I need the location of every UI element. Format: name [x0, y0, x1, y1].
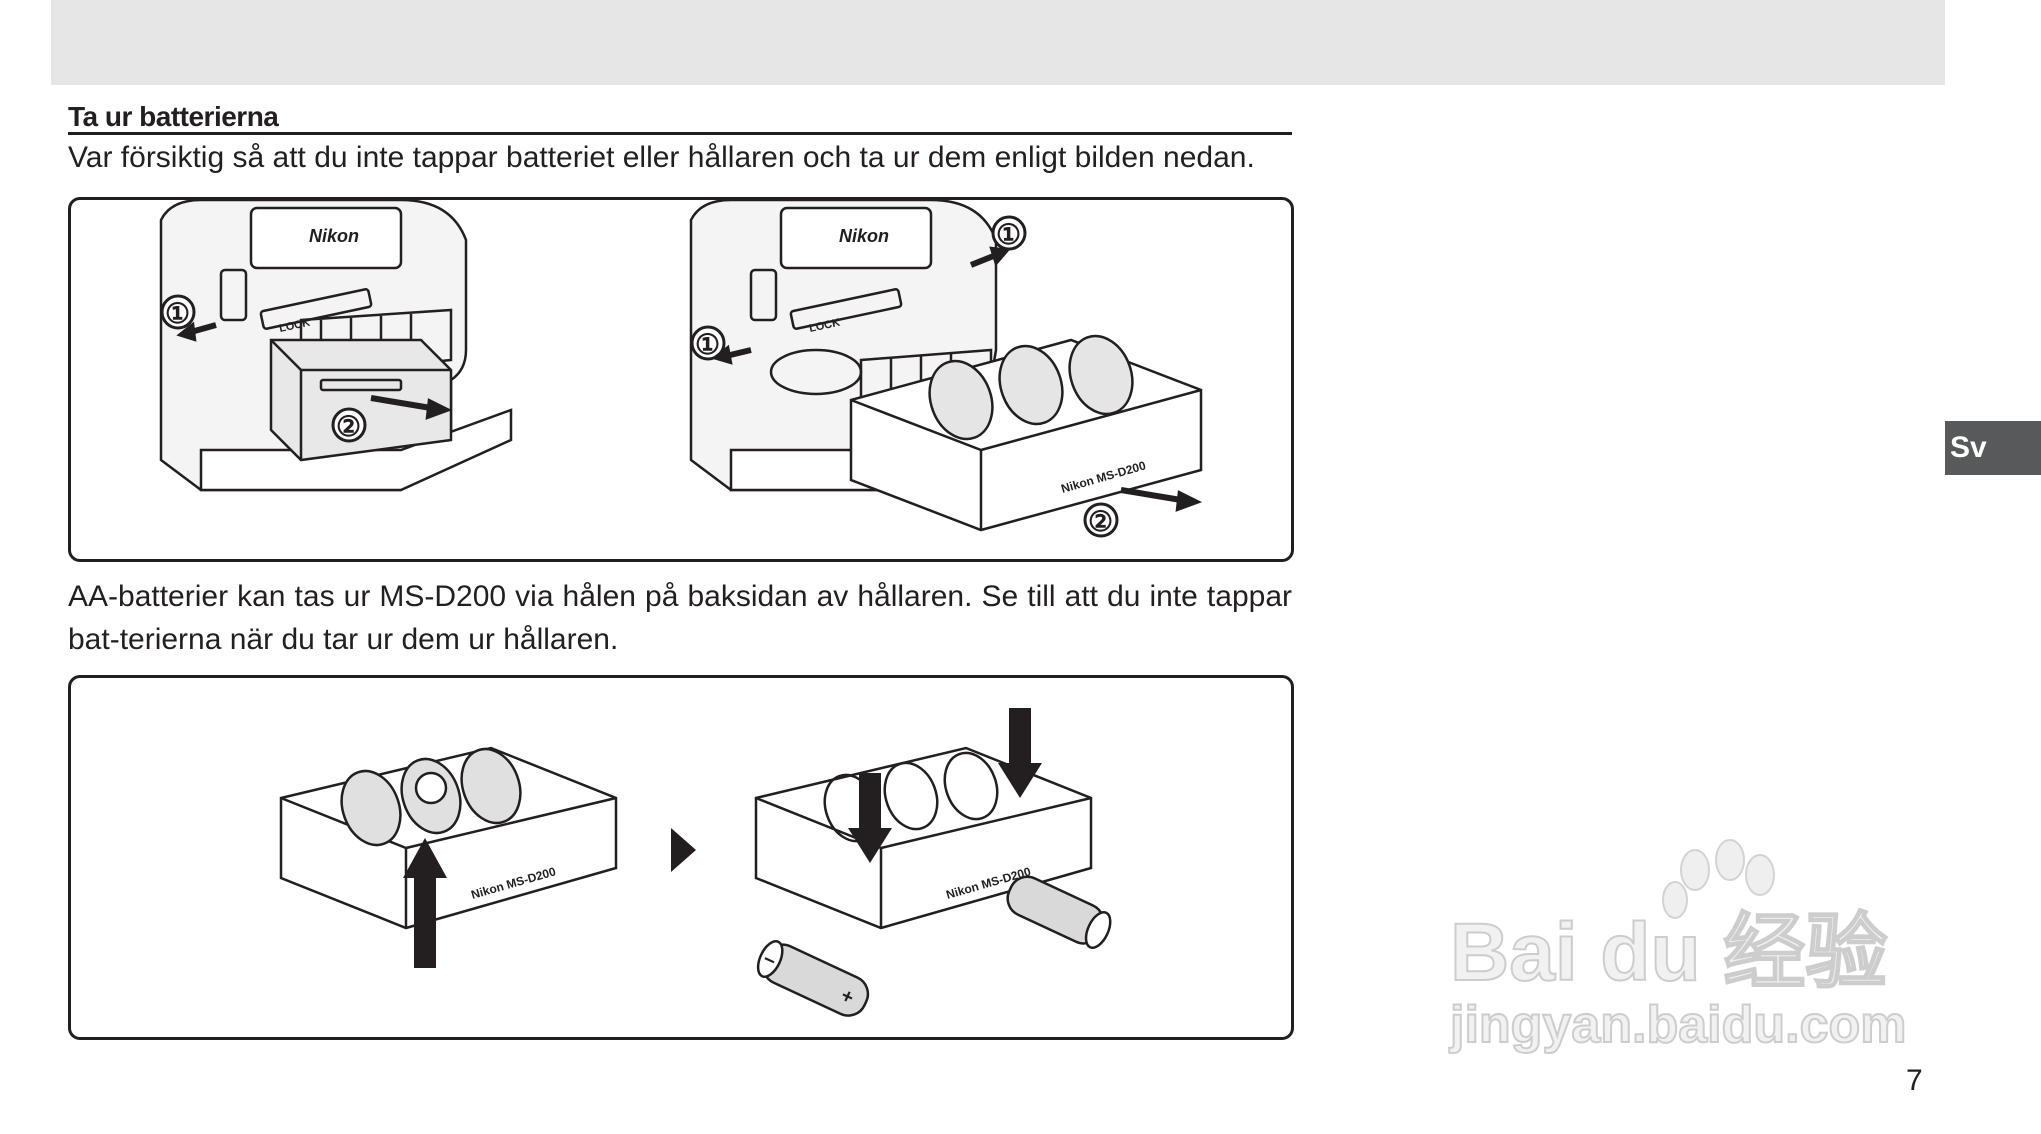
page-number: 7: [1906, 1064, 1923, 1097]
section-heading: Ta ur batterierna: [68, 100, 1292, 135]
figure-remove-aa: Nikon MS-D200 Nikon MS-D200 − +: [68, 675, 1294, 1040]
aa-battery-note: AA-batterier kan tas ur MS-D200 via håle…: [68, 580, 1292, 656]
camera-brand-left: Nikon: [309, 226, 359, 246]
camera-brand-right: Nikon: [839, 226, 889, 246]
step1-marker-right-top: ①: [996, 219, 1021, 250]
step2-marker-right: ②: [1088, 506, 1113, 537]
step2-marker-left: ②: [336, 411, 361, 442]
sequence-arrow-icon: [671, 828, 696, 872]
holder-illustration-left: Nikon MS-D200: [279, 746, 618, 968]
watermark-url: jingyan.baidu.com: [1449, 996, 1907, 1054]
baidu-watermark: Bai du 经验 jingyan.baidu.com: [1440, 830, 1920, 1060]
intro-paragraph: Var försiktig så att du inte tappar batt…: [68, 141, 1255, 174]
step1-marker-left: ①: [165, 298, 190, 329]
grip-illustration-left: Nikon LOCK ① ②: [159, 200, 513, 492]
figure-remove-battery: Nikon LOCK ① ② Nikon LOCK: [68, 197, 1294, 562]
holder-illustration-right: Nikon MS-D200 − +: [754, 708, 1112, 1017]
language-tab: Sv: [1945, 421, 2041, 475]
header-band: [51, 0, 1945, 85]
step1-marker-right: ①: [695, 329, 720, 360]
grip-illustration-right: Nikon LOCK Nikon MS-D200 ① ① ②: [689, 200, 1203, 538]
watermark-logo: Bai du 经验: [1450, 907, 1887, 998]
